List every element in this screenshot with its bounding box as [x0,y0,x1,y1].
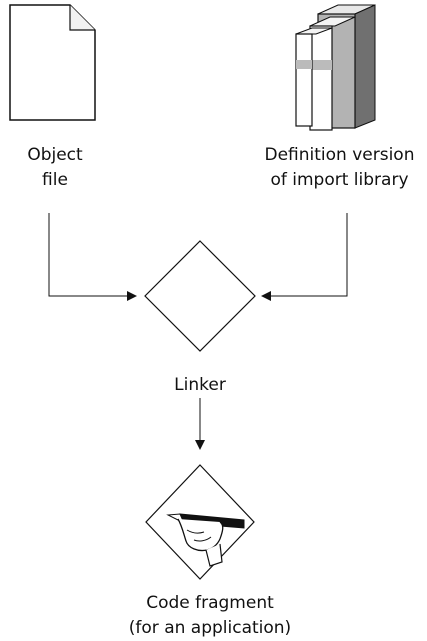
import-library-label: Definition version of import library [264,145,415,190]
connectors [48,213,348,441]
books-icon [295,4,376,131]
connector-library-to-linker [270,213,348,297]
code-fragment-label: Code fragment (for an application) [128,593,292,638]
object-file-label: Object file [27,145,83,190]
document-icon [9,4,96,121]
hand-writing-icon [166,513,245,567]
arrow-right-icon [127,291,137,301]
linker-diamond [144,240,256,352]
arrow-left-icon [261,291,271,301]
arrow-down-icon [195,440,205,450]
code-fragment-shape [145,464,255,580]
linker-label: Linker [174,375,226,395]
arrowheads [127,291,271,450]
connector-object-to-linker [48,213,128,297]
